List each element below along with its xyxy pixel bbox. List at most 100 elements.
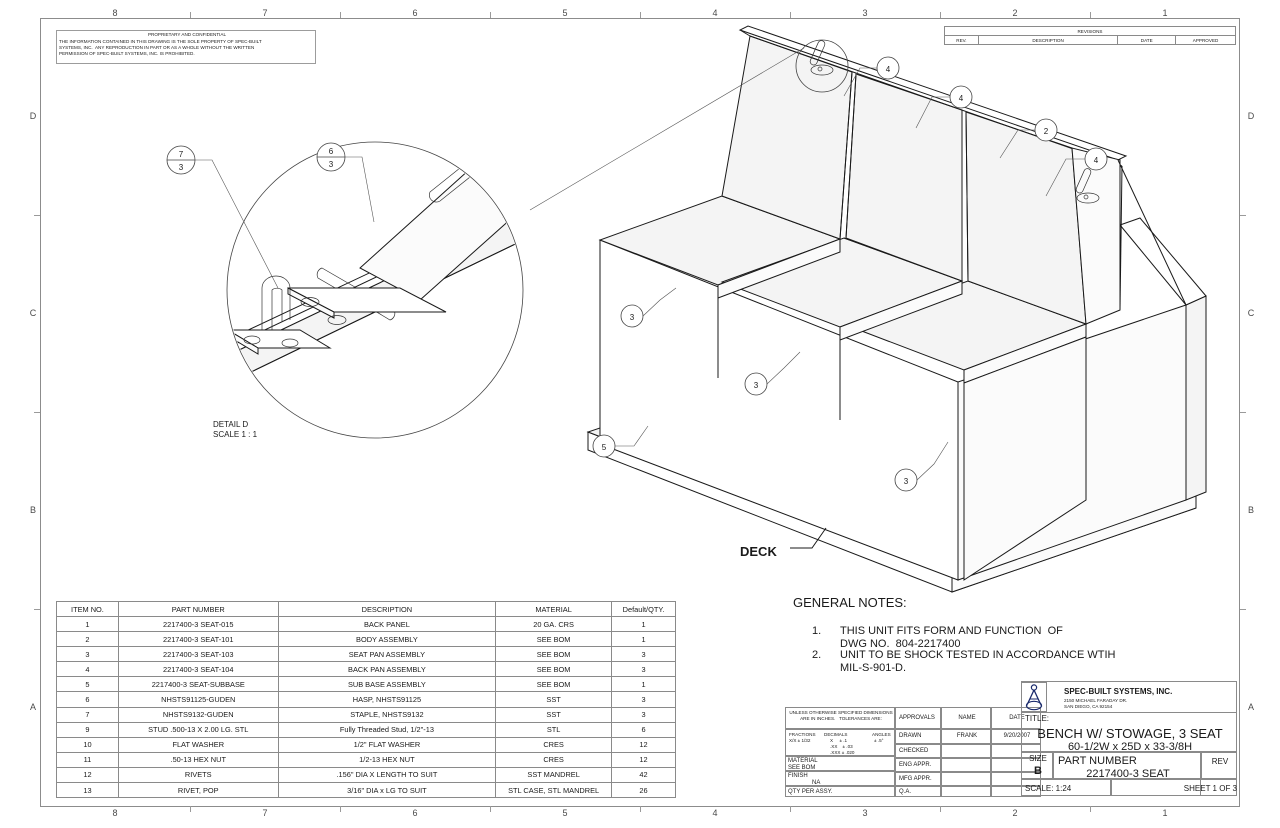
qty-per-assy-label: QTY PER ASSY. [788,789,833,795]
balloon-4a-item: 4 [886,65,891,74]
balloon-5[interactable]: 5 [592,425,649,458]
mfg-appr-label: MFG APPR. [899,776,932,782]
frame-right [1239,18,1240,807]
material-value: SEE BOM [788,765,816,771]
bom-cell-item: 7 [56,706,119,723]
rev-cell: REV [1201,752,1237,779]
bom-cell-mat: STL [495,721,613,738]
bom-cell-mat: CRES [495,751,613,768]
bom-cell-qty: 6 [611,721,676,738]
bom-cell-item: 10 [56,736,119,753]
eng-appr-label: ENG APPR. [899,762,932,768]
bom-cell-desc: BACK PAN ASSEMBLY [277,661,497,678]
balloon-2-item: 2 [1044,127,1049,136]
company-logo [1021,682,1047,712]
balloon-4-c[interactable]: 4 [1045,147,1108,197]
zone-left-C: C [29,307,37,318]
bom-cell-qty: 3 [611,706,676,723]
bom-cell-mat: CRES [495,736,613,753]
bom-cell-qty: 42 [611,766,676,784]
zone-bottom-1: 1 [1162,808,1168,818]
zone-top-8: 8 [112,8,118,18]
eng-appr-date-cell [991,758,1041,772]
bom-cell-pn: .50-13 HEX NUT [117,751,279,768]
balloon-3-a[interactable]: 3 [620,287,677,328]
balloon-6-3[interactable]: 6 3 [316,142,375,223]
zone-tick [34,412,40,413]
detail-view-label: DETAIL D [213,420,249,429]
drawing-title-line2: 60-1/2W x 25D x 33-3/8H [1067,741,1193,753]
drawn-name: FRANK [956,733,978,739]
proprietary-line-1: THE INFORMATION CONTAINED IN THIS DRAWIN… [59,39,262,44]
bom-col-material: MATERIAL [495,601,613,617]
zone-bottom-3: 3 [862,808,868,818]
bom-cell-desc: .156" DIA X LENGTH TO SUIT [277,766,497,784]
bom-cell-mat: SEE BOM [495,631,613,648]
zone-tick [490,12,491,18]
balloon-3-c[interactable]: 3 [894,441,949,492]
zone-bottom-7: 7 [262,808,268,818]
bom-col-qty: Default/QTY. [611,601,676,617]
bom-cell-item: 11 [56,751,119,768]
balloon-4-b[interactable]: 4 [915,85,973,129]
zone-bottom-8: 8 [112,808,118,818]
company-addr2: SAN DIEGO, CA 92154 [1064,704,1113,709]
zone-tick [340,12,341,18]
general-note-1-line2: DWG NO. 804-2217400 [840,638,961,650]
company-addr1: 2150 MICHAEL FARADAY DR. [1064,698,1128,703]
drawing-title-cell: TITLE: BENCH W/ STOWAGE, 3 SEAT 60-1/2W … [1021,712,1237,753]
tolerance-values-cell: FRACTIONS X/X ± 1/32 DECIMALS X ± .1 .XX… [785,729,895,756]
zone-tick [1090,806,1091,812]
bom-cell-qty: 3 [611,646,676,663]
balloon-2[interactable]: 2 [999,118,1058,159]
hinge-barrel [316,267,398,321]
decimals-xx: .XX ± .03 [830,744,853,749]
company-banner-cell: SPEC-BUILT SYSTEMS, INC. 2150 MICHAEL FA… [1021,681,1237,712]
zone-tick [940,806,941,812]
zone-tick [340,806,341,812]
zone-tick [190,806,191,812]
zone-top-7: 7 [262,8,268,18]
frame-top [40,18,1240,19]
balloon-7-3[interactable]: 7 3 [166,145,279,289]
detail-leader-line [529,47,805,211]
size-label: SIZE [1029,754,1047,763]
size-value: B [1034,765,1042,777]
rev-label: REV [1211,757,1229,766]
eng-appr-name-cell [941,758,991,772]
bom-cell-desc: 3/16" DIA x LG TO SUIT [277,782,497,799]
revisions-col-date: DATE [1117,35,1177,45]
balloon-4-a[interactable]: 4 [843,56,900,97]
sheet-cell: SHEET 1 OF 3 [1184,779,1237,796]
zone-bottom-6: 6 [412,808,418,818]
bom-cell-mat: SEE BOM [495,676,613,693]
fractions-label: FRACTIONS [789,732,816,737]
revisions-title-row: REVISIONS [944,26,1236,36]
part-number-label: PART NUMBER [1058,755,1137,767]
date-header-cell: DATE [991,707,1041,729]
general-note-2-line1: UNIT TO BE SHOCK TESTED IN ACCORDANCE WT… [840,649,1116,661]
deck-label: DECK [740,544,777,559]
zone-left-B: B [29,504,36,515]
zone-right-B: B [1247,504,1254,515]
angles-value: ± .5° [874,738,884,743]
bench-isometric-view [586,25,1207,593]
qa-label-cell: Q.A. [895,786,941,797]
bom-col-item-no: ITEM NO. [56,601,119,617]
proprietary-note-box: PROPRIETARY AND CONFIDENTIAL THE INFORMA… [56,30,316,64]
general-note-2-line2: MIL-S-901-D. [840,662,907,674]
size-cell: SIZE B [1021,752,1053,779]
revisions-col-rev: REV. [944,35,979,45]
balloon-4b-item: 4 [959,94,964,103]
balloon-3-b[interactable]: 3 [744,351,801,396]
bom-col-description: DESCRIPTION [277,601,497,617]
tolerance-note-cell: UNLESS OTHERWISE SPECIFIED DIMENSIONS AR… [785,707,895,729]
revisions-col-approved: APPROVED [1175,35,1236,45]
mfg-appr-label-cell: MFG APPR. [895,772,941,786]
bom-cell-qty: 1 [611,615,676,633]
